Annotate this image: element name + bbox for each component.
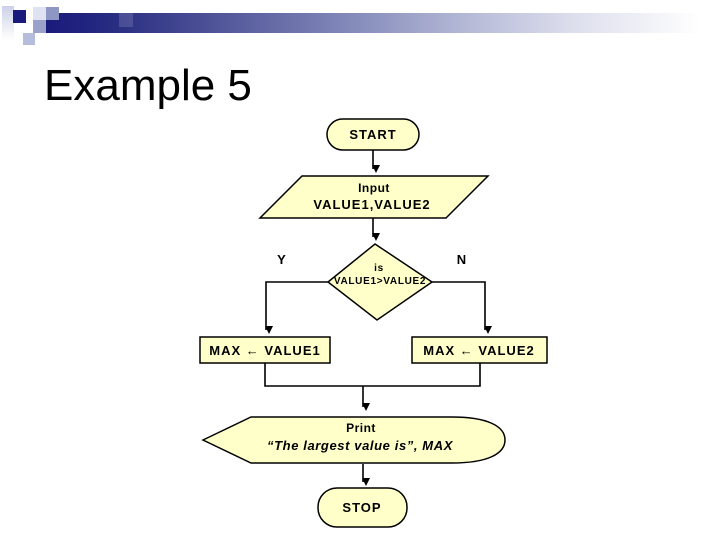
pixel-square-small: [23, 33, 35, 45]
pixel-strip-decor: [2, 6, 14, 40]
decision-no-label: N: [456, 252, 468, 267]
assign-right-label: MAX ← VALUE2: [423, 343, 535, 358]
connector-merge: [264, 363, 481, 387]
input-parallelogram-shape: [258, 175, 490, 219]
decision-label-line2: VALUE1>VALUE2: [333, 276, 427, 287]
stop-terminator-shape: [317, 487, 408, 528]
pixel-square-glass: [119, 13, 133, 27]
decision-diamond-shape: [326, 243, 434, 321]
assign-left-label: MAX ← VALUE1: [209, 343, 321, 358]
slide-title: Example 5: [44, 61, 252, 110]
assign-left-box-shape: [199, 336, 331, 364]
print-label-line2: “The largest value is”, MAX: [267, 438, 453, 453]
pixel-square-mid: [33, 20, 46, 33]
print-display-shape: [201, 416, 506, 464]
connectors: [264, 150, 492, 486]
decision-yes-label: Y: [277, 252, 287, 267]
connector-no-branch: [432, 281, 486, 329]
assign-right-box-shape: [411, 336, 548, 364]
input-label-line2: VALUE1,VALUE2: [313, 197, 431, 212]
pixel-square-pale: [33, 7, 46, 20]
start-terminator-shape: [326, 118, 420, 151]
pixel-square-dark: [13, 10, 26, 23]
stop-label: STOP: [342, 500, 382, 515]
start-label: START: [349, 127, 397, 142]
connector-yes-branch: [265, 281, 328, 329]
print-label-line1: Print: [346, 421, 376, 435]
pixel-square-slate: [46, 7, 59, 20]
input-label-line1: Input: [358, 181, 390, 195]
decision-label-line1: is: [374, 263, 384, 274]
header-gradient-bar: [46, 13, 720, 33]
